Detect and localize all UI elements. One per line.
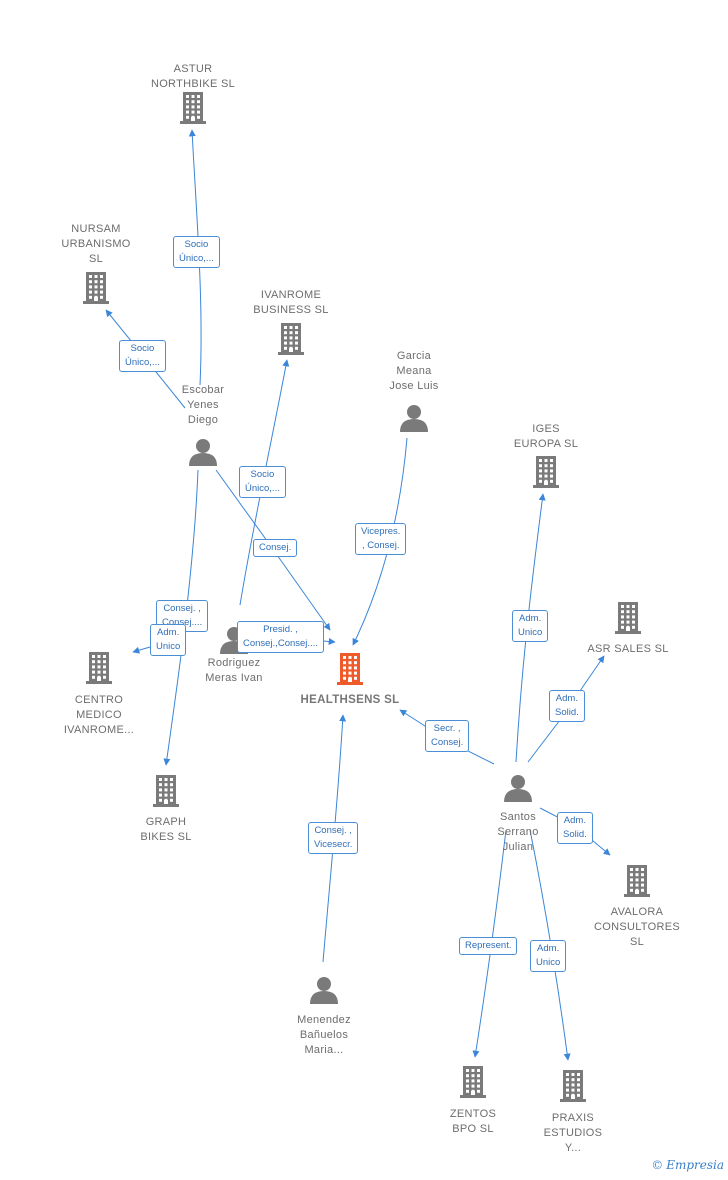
edge-label-escobar-to-nursam[interactable]: Socio Único,... bbox=[119, 340, 166, 372]
edge-santos-to-zentos bbox=[472, 829, 507, 1058]
edge-rodriguez-to-centro_medico bbox=[132, 646, 151, 654]
brand-logo: ©Empresia bbox=[651, 1158, 724, 1172]
node-label-nursam[interactable]: NURSAM URBANISMO SL bbox=[61, 223, 131, 265]
edge-label-santos-to-praxis[interactable]: Adm. Unico bbox=[530, 940, 567, 972]
node-label-ivanrome_business[interactable]: IVANROME BUSINESS SL bbox=[253, 289, 329, 316]
node-label-rodriguez[interactable]: Rodriguez Meras Ivan bbox=[205, 657, 263, 684]
node-label-menendez[interactable]: Menendez Bañuelos Maria... bbox=[297, 1014, 351, 1056]
building-icon-zentos[interactable] bbox=[460, 1066, 486, 1098]
edge-label-menendez-to-healthsens[interactable]: Consej. , Vicesecr. bbox=[308, 822, 359, 854]
edge-label-santos-to-asr[interactable]: Adm. Solid. bbox=[549, 690, 585, 722]
person-icon-menendez[interactable] bbox=[310, 977, 338, 1004]
edge-label-santos-to-zentos[interactable]: Represent. bbox=[459, 937, 518, 955]
building-icon-healthsens[interactable] bbox=[337, 653, 363, 685]
building-icon-iges[interactable] bbox=[533, 456, 559, 488]
node-label-santos[interactable]: Santos Serrano Julian bbox=[497, 811, 539, 853]
node-label-healthsens[interactable]: HEALTHSENS SL bbox=[300, 694, 400, 706]
person-icon-garcia[interactable] bbox=[400, 405, 428, 432]
edge-label-escobar-to-healthsens[interactable]: Consej. bbox=[253, 539, 298, 557]
node-label-zentos[interactable]: ZENTOS BPO SL bbox=[449, 1108, 497, 1135]
building-icon-praxis[interactable] bbox=[560, 1070, 586, 1102]
node-label-asr[interactable]: ASR SALES SL bbox=[587, 643, 669, 655]
person-icon-escobar[interactable] bbox=[189, 439, 217, 466]
edge-label-escobar-to-astur[interactable]: Socio Único,... bbox=[173, 236, 220, 268]
node-label-escobar[interactable]: Escobar Yenes Diego bbox=[181, 384, 225, 426]
person-icon-santos[interactable] bbox=[504, 775, 532, 802]
node-label-centro_medico[interactable]: CENTRO MEDICO IVANROME... bbox=[63, 694, 135, 736]
edge-label-santos-to-iges[interactable]: Adm. Unico bbox=[512, 610, 549, 642]
edge-label-garcia-to-healthsens[interactable]: Vicepres. , Consej. bbox=[355, 523, 407, 555]
node-label-astur[interactable]: ASTUR NORTHBIKE SL bbox=[150, 63, 236, 90]
building-icon-avalora[interactable] bbox=[624, 865, 650, 897]
edge-label-santos-to-healthsens[interactable]: Secr. , Consej. bbox=[425, 720, 470, 752]
building-icon-astur[interactable] bbox=[180, 92, 206, 124]
edge-label-santos-to-avalora[interactable]: Adm. Solid. bbox=[557, 812, 593, 844]
node-label-iges[interactable]: IGES EUROPA SL bbox=[513, 423, 579, 450]
building-icon-asr[interactable] bbox=[615, 602, 641, 634]
copyright-icon: © bbox=[651, 1158, 664, 1172]
node-label-praxis[interactable]: PRAXIS ESTUDIOS Y... bbox=[543, 1112, 603, 1154]
edge-label-rodriguez-to-healthsens[interactable]: Presid. , Consej.,Consej.... bbox=[237, 621, 324, 653]
building-icon-ivanrome_business[interactable] bbox=[278, 323, 304, 355]
node-label-graph_bikes[interactable]: GRAPH BIKES SL bbox=[140, 816, 192, 843]
building-icon-centro_medico[interactable] bbox=[86, 652, 112, 684]
node-label-garcia[interactable]: Garcia Meana Jose Luis bbox=[389, 350, 439, 392]
building-icon-graph_bikes[interactable] bbox=[153, 775, 179, 807]
edge-label-rodriguez-to-ivanrome_business[interactable]: Socio Único,... bbox=[239, 466, 286, 498]
node-label-avalora[interactable]: AVALORA CONSULTORES SL bbox=[593, 906, 681, 948]
brand-name: Empresia bbox=[666, 1158, 724, 1172]
building-icon-nursam[interactable] bbox=[83, 272, 109, 304]
edge-label-rodriguez-to-centro_medico[interactable]: Adm. Unico bbox=[150, 624, 187, 656]
